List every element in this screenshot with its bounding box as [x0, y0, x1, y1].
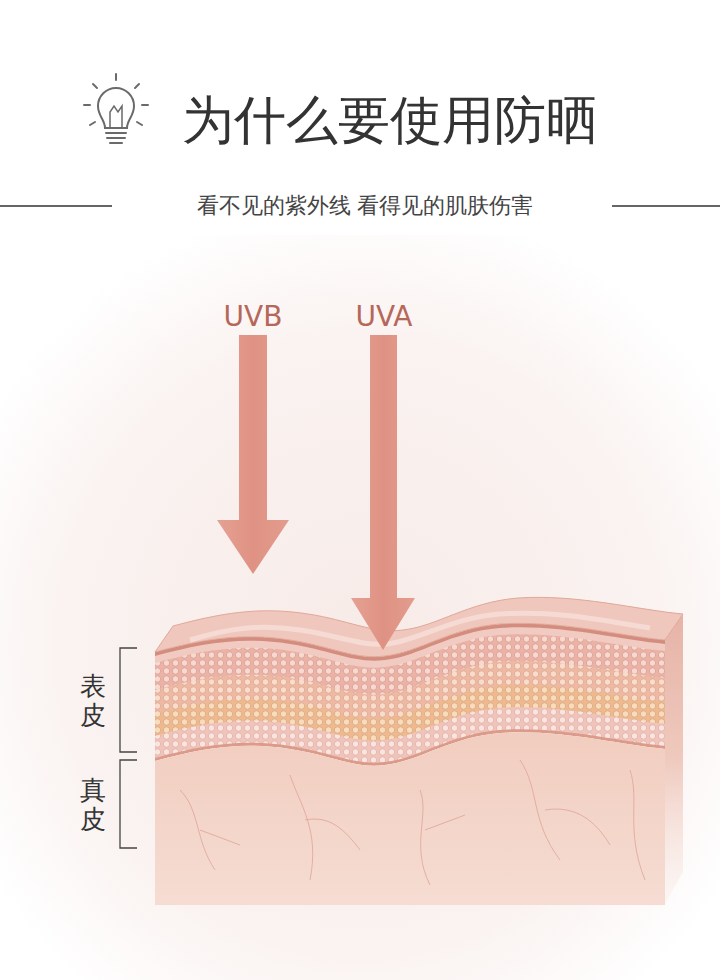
dermis-layer: [155, 732, 665, 980]
bulb-glass: [98, 88, 134, 128]
page-title: 为什么要使用防晒: [182, 86, 598, 156]
light-ray: [115, 74, 117, 80]
vessel: [630, 770, 645, 880]
skin-top-face: [155, 597, 683, 656]
uva-arrow: [351, 335, 415, 650]
ray-label: UVA: [355, 300, 412, 333]
light-ray: [135, 84, 139, 88]
vessel: [180, 790, 240, 870]
layer-label: 真皮: [80, 776, 106, 833]
light-ray: [84, 104, 90, 106]
vessel: [520, 760, 610, 860]
bulb-base: [106, 132, 126, 134]
vessel: [420, 790, 465, 885]
skin-highlight: [190, 613, 650, 644]
layer-bracket: [120, 648, 137, 752]
lightbulb-icon: [84, 74, 148, 143]
subtitle: 看不见的紫外线 看得见的肌肤伤害: [197, 191, 534, 221]
light-ray: [90, 122, 95, 125]
divider-line: [0, 205, 112, 207]
dermis-ground: [155, 732, 665, 980]
layer-bracket: [120, 760, 137, 848]
bulb-base: [107, 137, 125, 139]
light-ray: [142, 104, 148, 106]
divider-line: [612, 205, 720, 207]
blood-vessels: [180, 760, 645, 885]
light-ray: [137, 122, 142, 125]
uvb-arrow: [217, 335, 289, 574]
skin-front-face: [155, 623, 665, 980]
light-ray: [93, 84, 97, 88]
skin-side-face: [665, 614, 683, 904]
bulb-filament: [110, 106, 122, 127]
vessel: [290, 775, 360, 880]
ray-label: UVB: [224, 300, 283, 333]
layer-label: 表皮: [80, 672, 106, 729]
bulb-base: [110, 142, 122, 144]
